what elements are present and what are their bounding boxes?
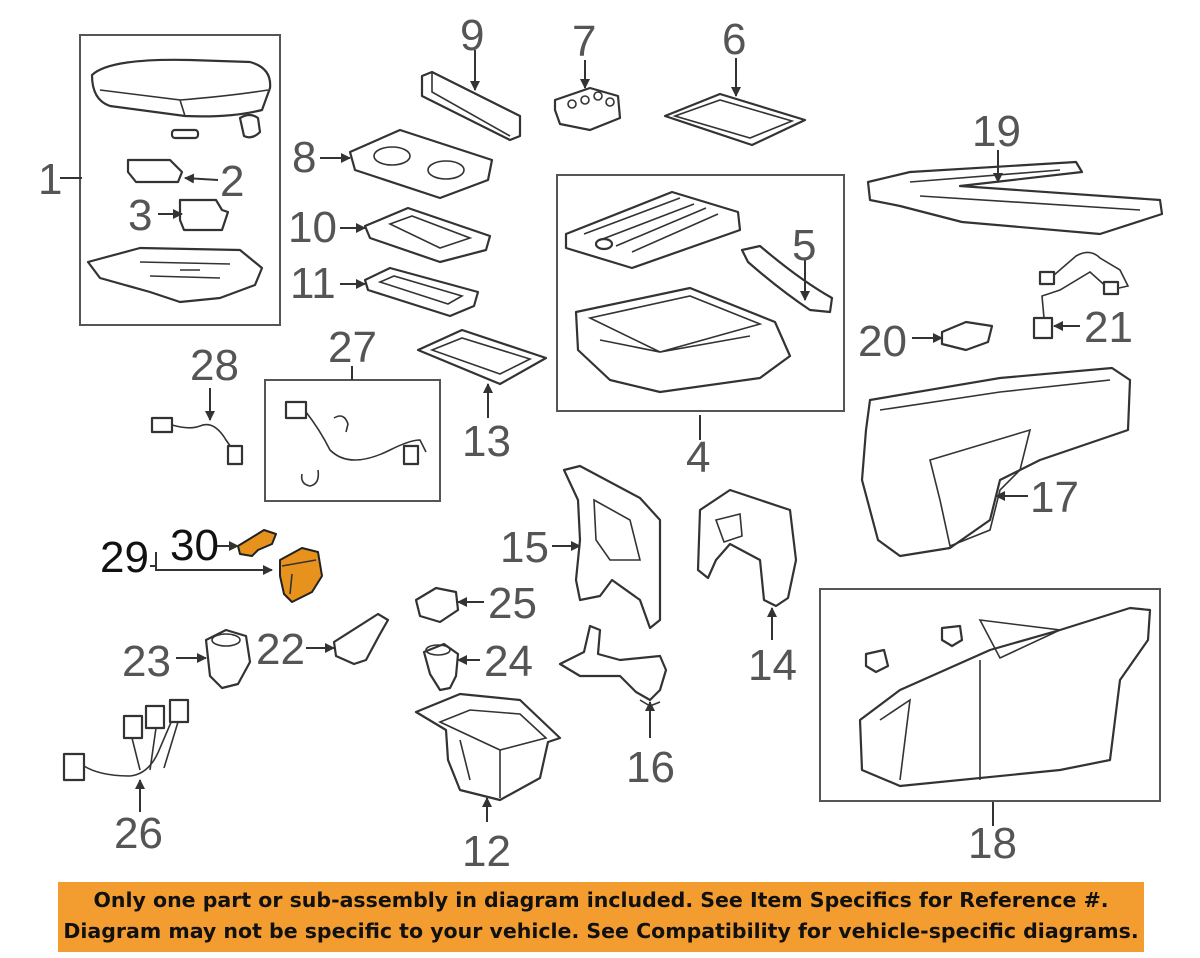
- part-11-tray: [363, 266, 480, 318]
- parts-diagram: 1 2 3 9 7 6 8 10 11: [38, 11, 1164, 876]
- part-28-harness: [150, 416, 244, 466]
- callout-21: 21: [1084, 303, 1133, 352]
- part-21-harness: [1032, 251, 1130, 340]
- part-20-clip: [940, 320, 994, 352]
- callout-22: 22: [256, 625, 305, 674]
- callout-27: 27: [328, 323, 377, 372]
- callout-2: 2: [220, 157, 244, 206]
- armrest-small-pin: [170, 128, 200, 140]
- callout-5: 5: [792, 221, 816, 270]
- callout-3: 3: [128, 191, 152, 240]
- part-7-switch: [553, 86, 622, 132]
- part-4-bin-lid: [564, 190, 742, 270]
- armrest-base: [86, 246, 264, 304]
- callout-24: 24: [484, 637, 533, 686]
- armrest-knob: [238, 113, 262, 139]
- part-30-highlighted: [237, 529, 277, 557]
- callout-28: 28: [190, 341, 239, 390]
- callout-17: 17: [1030, 473, 1079, 522]
- callout-9: 9: [460, 11, 484, 60]
- group-box-1: [79, 34, 281, 326]
- callout-14: 14: [748, 641, 797, 690]
- part-2-latch: [126, 158, 184, 184]
- callout-25: 25: [488, 579, 537, 628]
- part-4-bin-body: [574, 286, 792, 394]
- callout-8: 8: [292, 133, 316, 182]
- callout-30: 30: [170, 521, 219, 570]
- callout-23: 23: [122, 637, 171, 686]
- part-8-cupholder: [348, 128, 494, 200]
- leader-29: [150, 552, 273, 575]
- disclaimer-line-1: Only one part or sub-assembly in diagram…: [93, 888, 1109, 912]
- part-17-side-panel: [860, 366, 1132, 558]
- group-box-4: [556, 174, 845, 412]
- part-9-panel: [420, 70, 522, 142]
- part-5-strip: [740, 244, 834, 314]
- part-26-harness: [62, 698, 190, 782]
- part-10-liner: [363, 206, 492, 264]
- armrest-lid: [90, 58, 272, 118]
- callout-11: 11: [290, 259, 336, 308]
- part-12-storage-bin: [414, 692, 562, 802]
- leader-2: [184, 173, 219, 184]
- part-13-mat: [416, 328, 548, 386]
- callout-10: 10: [288, 203, 337, 252]
- callout-18: 18: [968, 819, 1017, 868]
- part-24-socket: [422, 642, 460, 692]
- part-19-rail: [866, 160, 1164, 236]
- part-16-bracket: [558, 624, 668, 707]
- part-23-socket: [204, 628, 252, 690]
- part-25-clip: [414, 586, 460, 624]
- callout-7: 7: [572, 17, 596, 66]
- part-6-mat: [663, 92, 807, 147]
- callout-13: 13: [462, 417, 511, 466]
- part-27-harness: [284, 400, 427, 487]
- disclaimer-banner: Only one part or sub-assembly in diagram…: [58, 882, 1144, 952]
- part-18-trim-panel: [858, 606, 1152, 788]
- callout-20: 20: [858, 317, 907, 366]
- callout-26: 26: [114, 809, 163, 858]
- part-22-bracket: [332, 612, 390, 666]
- callout-6: 6: [722, 15, 746, 64]
- callout-16: 16: [626, 743, 675, 792]
- callout-19: 19: [972, 107, 1021, 156]
- part-29-highlighted: [279, 547, 323, 603]
- part-14-bracket: [696, 488, 798, 608]
- group-box-18: [819, 588, 1161, 802]
- callout-1: 1: [38, 155, 62, 204]
- callout-4: 4: [686, 433, 710, 482]
- part-3-bracket: [178, 198, 230, 232]
- callout-12: 12: [462, 827, 511, 876]
- callout-15: 15: [500, 523, 549, 572]
- callout-29: 29: [100, 533, 149, 582]
- disclaimer-line-2: Diagram may not be specific to your vehi…: [63, 919, 1139, 943]
